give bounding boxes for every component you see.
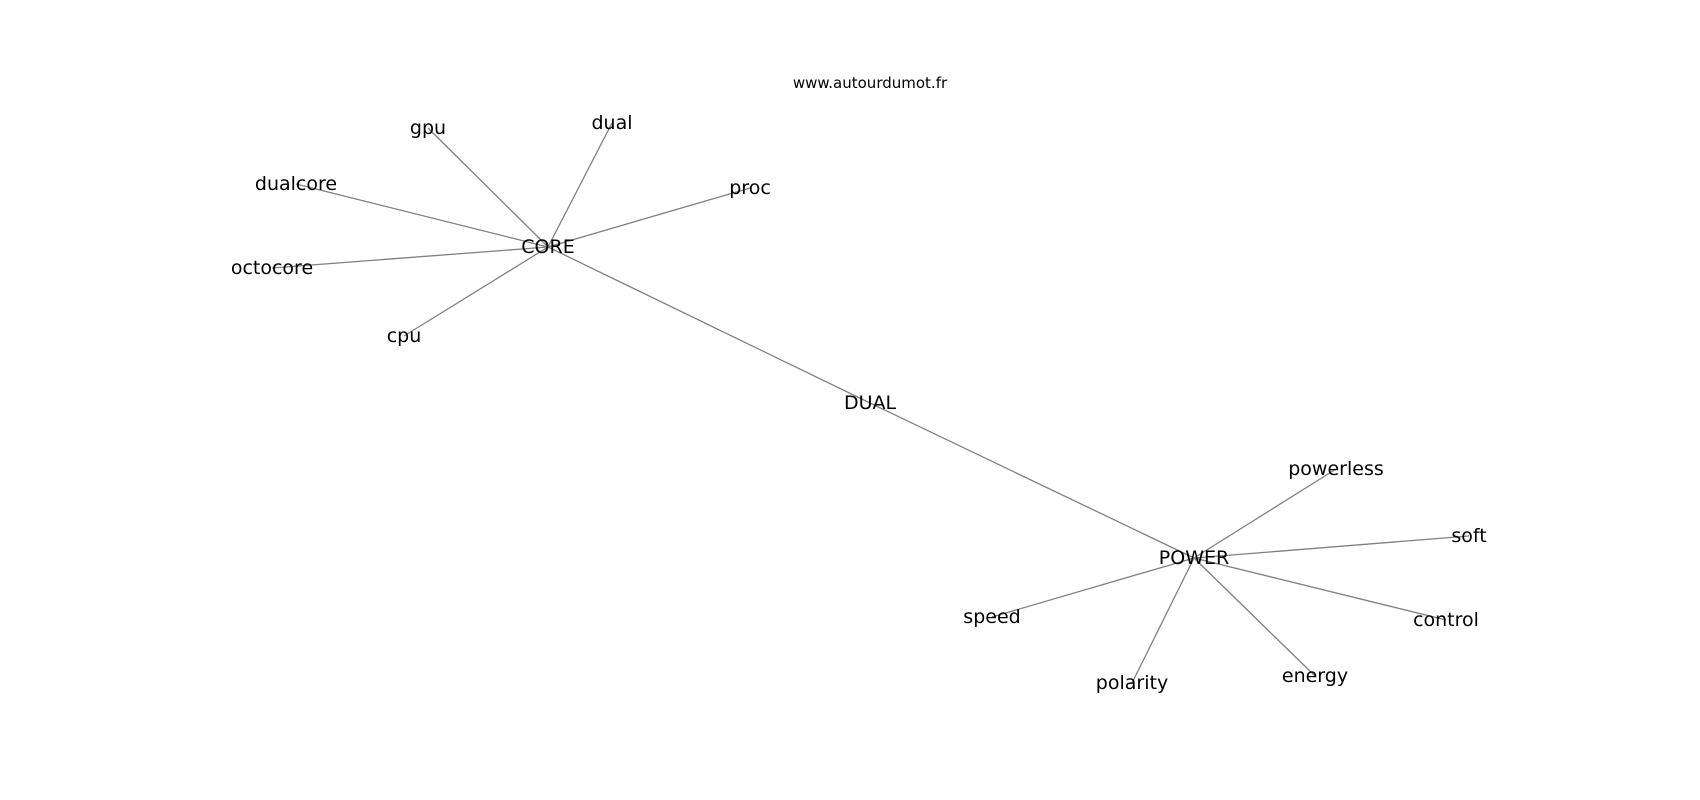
edge-power-speed — [991, 557, 1195, 618]
node-label-dual-center: DUAL — [844, 392, 897, 414]
edge-power-powerless — [1193, 468, 1337, 559]
edge-power-control — [1193, 557, 1447, 621]
edge-core-dualcore — [295, 183, 549, 248]
node-label-proc: proc — [729, 177, 771, 199]
node-label-octocore: octocore — [231, 257, 313, 279]
node-label-dual: dual — [591, 112, 632, 134]
edge-core-cpu — [403, 246, 549, 337]
node-label-energy: energy — [1282, 665, 1348, 687]
edge-core-octocore — [271, 246, 549, 269]
nodes-layer: DUAL CORE POWER gpu dual dualcore proc octocore… — [231, 112, 1487, 694]
node-label-gpu: gpu — [410, 117, 446, 139]
node-label-soft: soft — [1451, 525, 1486, 547]
node-label-control: control — [1413, 609, 1479, 631]
edge-core-proc — [547, 187, 751, 248]
edge-dual_center-power — [869, 402, 1195, 559]
edges-layer — [271, 122, 1470, 684]
edge-power-energy — [1193, 557, 1316, 677]
node-label-cpu: cpu — [387, 325, 422, 347]
node-label-dualcore: dualcore — [255, 173, 337, 195]
watermark-text: www.autourdumot.fr — [793, 74, 948, 92]
edge-core-dual — [547, 122, 613, 248]
node-label-speed: speed — [963, 606, 1020, 628]
node-label-polarity: polarity — [1096, 672, 1168, 694]
edge-power-soft — [1193, 535, 1470, 559]
edge-dual_center-core — [547, 246, 871, 404]
node-label-powerless: powerless — [1288, 458, 1384, 480]
node-label-core: CORE — [521, 236, 574, 258]
edge-power-polarity — [1131, 557, 1195, 684]
node-label-power: POWER — [1159, 547, 1229, 569]
edge-core-gpu — [427, 127, 549, 248]
